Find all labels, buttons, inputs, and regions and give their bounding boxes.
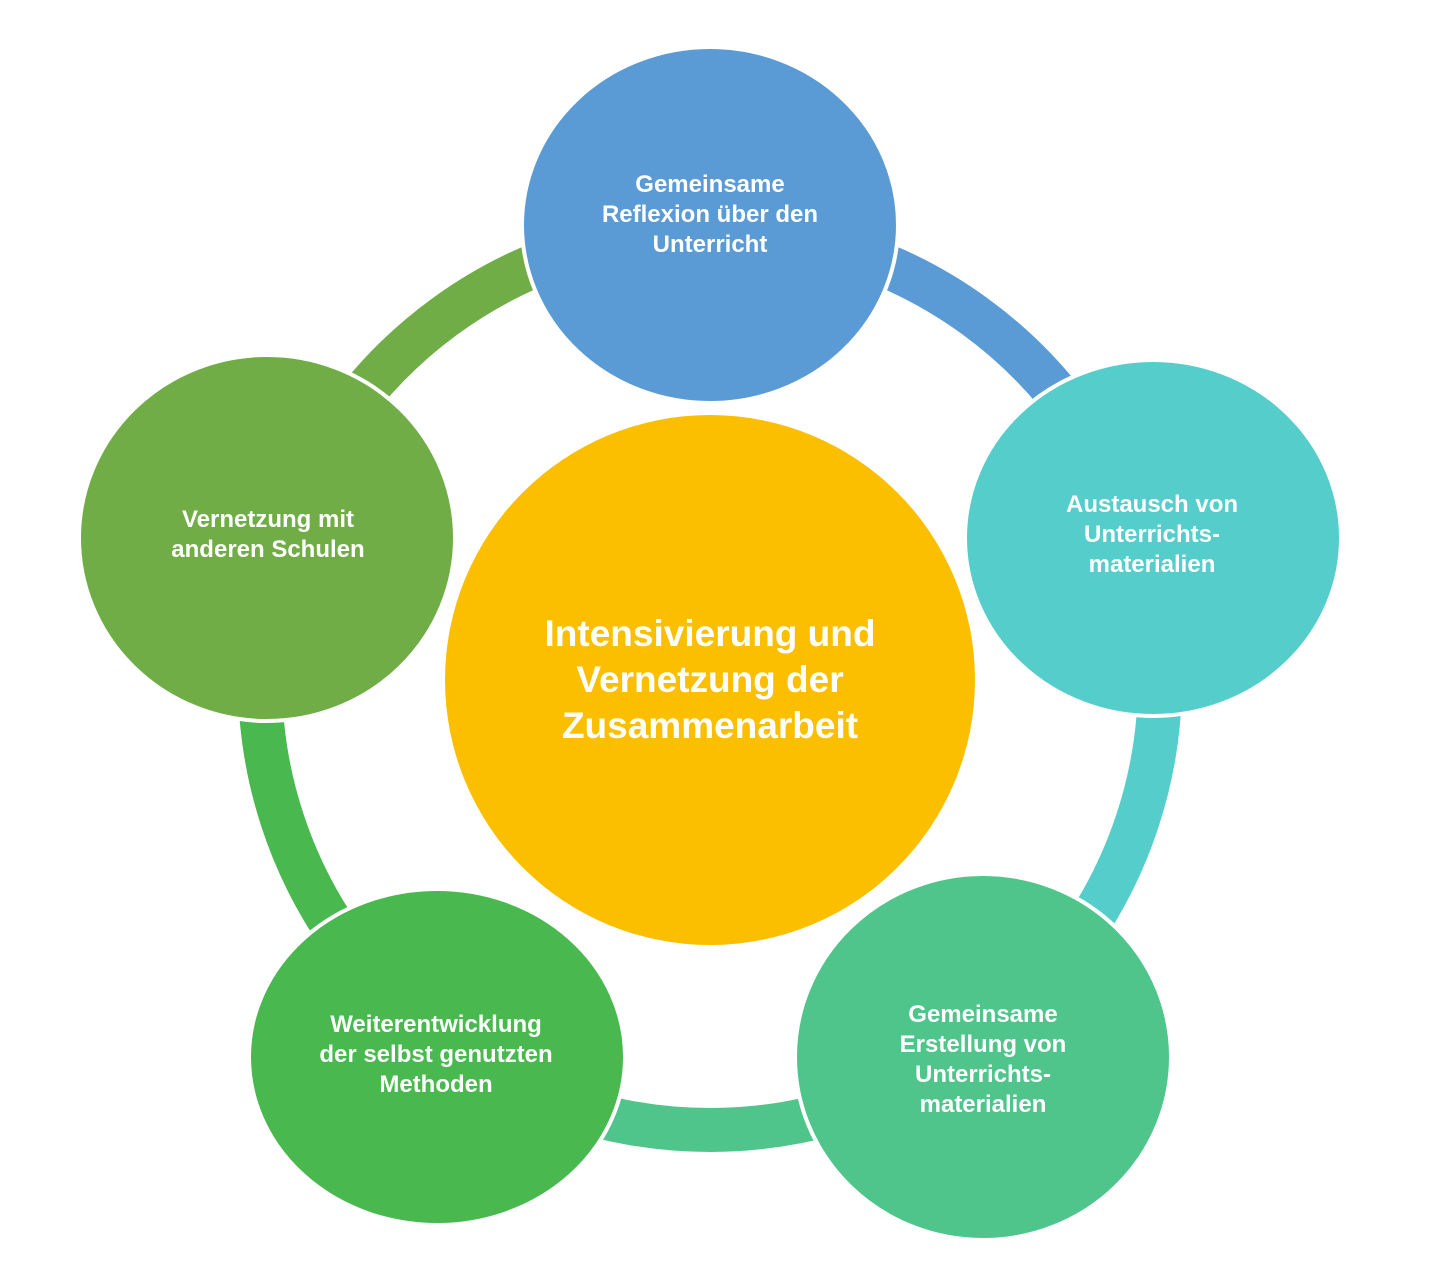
node-circle-reflexion xyxy=(520,45,900,405)
node-label-reflexion: Gemeinsame Reflexion über den Unterricht xyxy=(601,171,819,258)
node-label-methoden: Weiterentwicklung der selbst genutzten M… xyxy=(319,1011,553,1098)
node-label-box-reflexion: Gemeinsame Reflexion über den Unterricht xyxy=(560,160,860,270)
center-label: Intensivierung und Vernetzung der Zusamm… xyxy=(544,612,876,747)
node-circle-austausch xyxy=(963,358,1343,718)
node-circle-methoden xyxy=(247,887,627,1227)
node-label-austausch: Austausch von Unterrichts- materialien xyxy=(1065,491,1239,578)
outer-nodes xyxy=(77,45,1343,1242)
node-label-box-austausch: Austausch von Unterrichts- materialien xyxy=(1012,480,1292,590)
node-label-box-erstellung: Gemeinsame Erstellung von Unterrichts- m… xyxy=(843,990,1123,1130)
node-label-vernetzung: Vernetzung mit anderen Schulen xyxy=(171,506,365,563)
node-label-box-methoden: Weiterentwicklung der selbst genutzten M… xyxy=(286,1000,586,1110)
node-label-box-vernetzung: Vernetzung mit anderen Schulen xyxy=(128,495,408,575)
node-circle-erstellung xyxy=(793,872,1173,1242)
center-circle xyxy=(445,415,975,945)
node-label-erstellung: Gemeinsame Erstellung von Unterrichts- m… xyxy=(899,1001,1067,1118)
center-label-box: Intensivierung und Vernetzung der Zusamm… xyxy=(470,580,950,780)
node-circle-vernetzung xyxy=(77,353,457,723)
